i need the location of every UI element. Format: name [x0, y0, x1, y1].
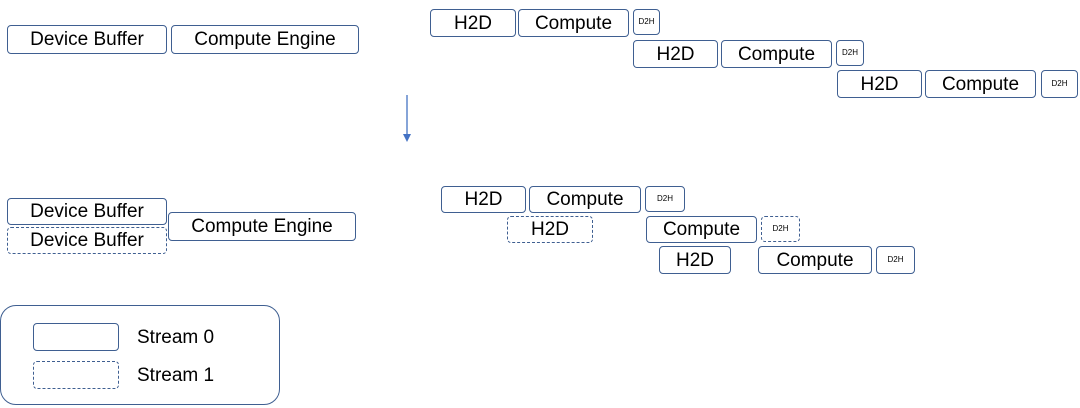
legend-swatch-stream0	[33, 323, 119, 351]
d2h-block: D2H	[1041, 70, 1078, 98]
legend-label-stream1: Stream 1	[137, 365, 215, 386]
d2h-block-stream1: D2H	[761, 216, 800, 242]
legend: Stream 0 Stream 1	[0, 305, 280, 405]
h2d-block-stream1: H2D	[507, 216, 593, 243]
compute-block: Compute	[758, 246, 872, 274]
legend-label-stream0: Stream 0	[137, 327, 215, 348]
compute-block: Compute	[925, 70, 1036, 98]
h2d-block: H2D	[659, 246, 731, 274]
h2d-block: H2D	[430, 9, 516, 37]
h2d-block: H2D	[837, 70, 922, 98]
h2d-block: H2D	[633, 40, 718, 68]
d2h-block: D2H	[836, 40, 864, 66]
compute-block: Compute	[518, 9, 629, 37]
device-buffer-box-stream1: Device Buffer	[7, 227, 167, 254]
d2h-block: D2H	[633, 9, 660, 35]
device-buffer-box: Device Buffer	[7, 198, 167, 225]
compute-block: Compute	[721, 40, 832, 68]
device-buffer-box: Device Buffer	[7, 25, 167, 54]
compute-block: Compute	[646, 216, 757, 243]
compute-engine-box: Compute Engine	[168, 212, 356, 241]
compute-engine-box: Compute Engine	[171, 25, 359, 54]
h2d-block: H2D	[441, 186, 526, 213]
down-arrow-icon	[403, 95, 411, 142]
d2h-block: D2H	[876, 246, 915, 274]
compute-block: Compute	[529, 186, 641, 213]
d2h-block: D2H	[645, 186, 685, 212]
legend-swatch-stream1	[33, 361, 119, 389]
